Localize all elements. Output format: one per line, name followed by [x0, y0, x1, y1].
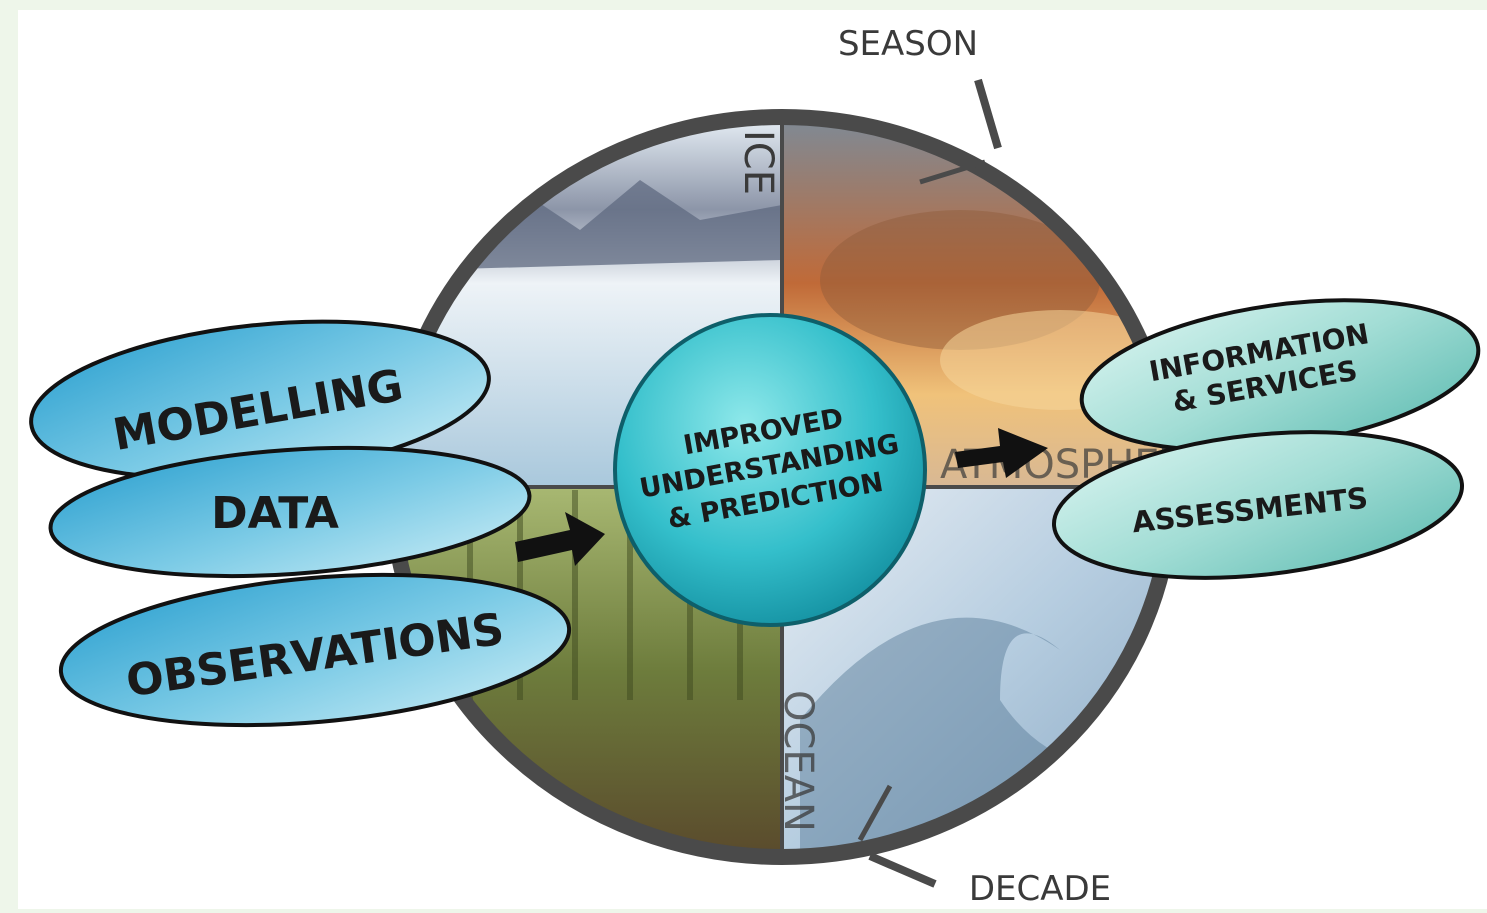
- modelling-ellipse: MODELLING: [29, 319, 491, 481]
- data-ellipse: DATA: [48, 445, 532, 579]
- season-label: SEASON: [838, 24, 978, 64]
- right-arrow-icon: [955, 428, 1048, 478]
- right-arrow-icon: [515, 512, 605, 566]
- assessments-ellipse: ASSESSMENTS: [1051, 430, 1465, 580]
- season-inner-tick: [919, 159, 986, 185]
- center-circle: IMPROVED UNDERSTANDING & PREDICTION: [613, 313, 927, 627]
- decade-label: DECADE: [969, 869, 1111, 909]
- ocean-label: OCEAN: [775, 690, 821, 832]
- information-services-ellipse: INFORMATION & SERVICES: [1079, 298, 1481, 452]
- season-tick: [974, 78, 1002, 150]
- decade-tick: [868, 852, 937, 888]
- observations-ellipse: OBSERVATIONS: [58, 572, 572, 728]
- ice-label: ICE: [735, 130, 781, 195]
- data-label: DATA: [211, 488, 339, 539]
- decade-inner-tick: [857, 784, 893, 842]
